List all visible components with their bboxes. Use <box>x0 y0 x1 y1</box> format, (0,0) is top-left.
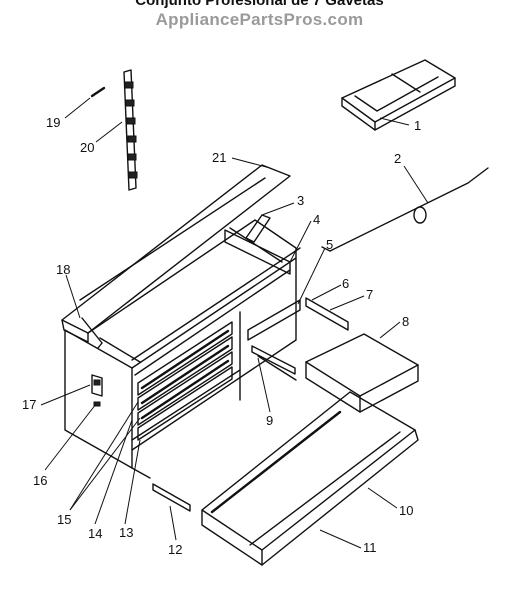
watermark-text: AppliancePartsPros.com <box>155 10 364 29</box>
diagram-title: Conjunto Profesional de 7 Gavetas <box>135 0 384 9</box>
callout-19: 19 <box>46 115 60 130</box>
callout-16: 16 <box>33 473 47 488</box>
part-small-drawer[interactable] <box>305 333 419 413</box>
callout-21: 21 <box>212 150 226 165</box>
part-large-drawer[interactable] <box>201 391 419 566</box>
part-drawer-slide-frame[interactable] <box>251 345 296 375</box>
part-front-drawers[interactable] <box>137 321 233 441</box>
part-side-handle[interactable] <box>91 374 103 397</box>
part-lid-support-bracket[interactable] <box>81 317 103 349</box>
callout-20: 20 <box>80 140 94 155</box>
part-drawer-slide-upper[interactable] <box>247 299 301 341</box>
callout-6: 6 <box>342 276 349 291</box>
callout-11: 11 <box>363 540 377 555</box>
callout-2: 2 <box>394 151 401 166</box>
leader-lines <box>40 97 429 549</box>
callout-13: 13 <box>119 525 133 540</box>
callout-1: 1 <box>414 118 421 133</box>
callout-labels: 1 2 3 4 5 6 7 8 9 10 11 12 13 14 15 16 1… <box>22 115 421 557</box>
part-top-tray[interactable] <box>224 229 291 275</box>
part-tool-tray[interactable] <box>341 59 456 131</box>
callout-8: 8 <box>402 314 409 329</box>
part-drawer-slide-right[interactable] <box>305 297 349 331</box>
callout-7: 7 <box>366 287 373 302</box>
callout-4: 4 <box>313 212 320 227</box>
callout-10: 10 <box>399 503 413 518</box>
part-hinge-strip[interactable] <box>123 69 138 191</box>
part-lid-hinge-arm[interactable] <box>245 214 271 243</box>
callout-15: 15 <box>57 512 71 527</box>
part-cabinet-body[interactable] <box>64 219 301 479</box>
callout-9: 9 <box>266 413 273 428</box>
part-bottom-slide[interactable] <box>152 483 191 512</box>
part-hinge-pin[interactable] <box>90 86 106 98</box>
callout-18: 18 <box>56 262 70 277</box>
callout-14: 14 <box>88 526 102 541</box>
callout-3: 3 <box>297 193 304 208</box>
callout-12: 12 <box>168 542 182 557</box>
callout-17: 17 <box>22 397 36 412</box>
callout-5: 5 <box>326 237 333 252</box>
part-handle[interactable] <box>93 401 101 407</box>
part-lid-stay-rod[interactable] <box>321 167 489 252</box>
part-lid[interactable] <box>61 164 291 343</box>
part-drawer-slide-lower[interactable] <box>257 355 297 381</box>
